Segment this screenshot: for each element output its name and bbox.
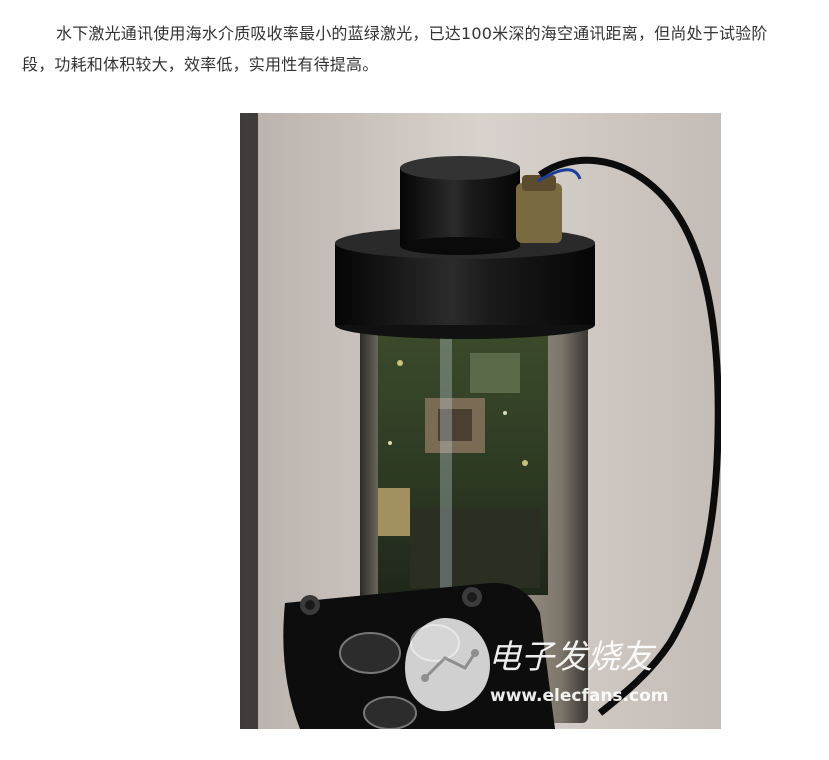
device-photo-drawing: 电子发烧友 www.elecfans.com bbox=[240, 113, 721, 729]
watermark-brand-text: 电子发烧友 bbox=[488, 637, 657, 676]
watermark-logo bbox=[405, 618, 490, 712]
article-paragraph: 水下激光通讯使用海水介质吸收率最小的蓝绿激光，已达100米深的海空通讯距离，但尚… bbox=[22, 24, 768, 74]
watermark-url-text: www.elecfans.com bbox=[490, 686, 668, 706]
device-photo: 电子发烧友 www.elecfans.com bbox=[240, 113, 721, 729]
